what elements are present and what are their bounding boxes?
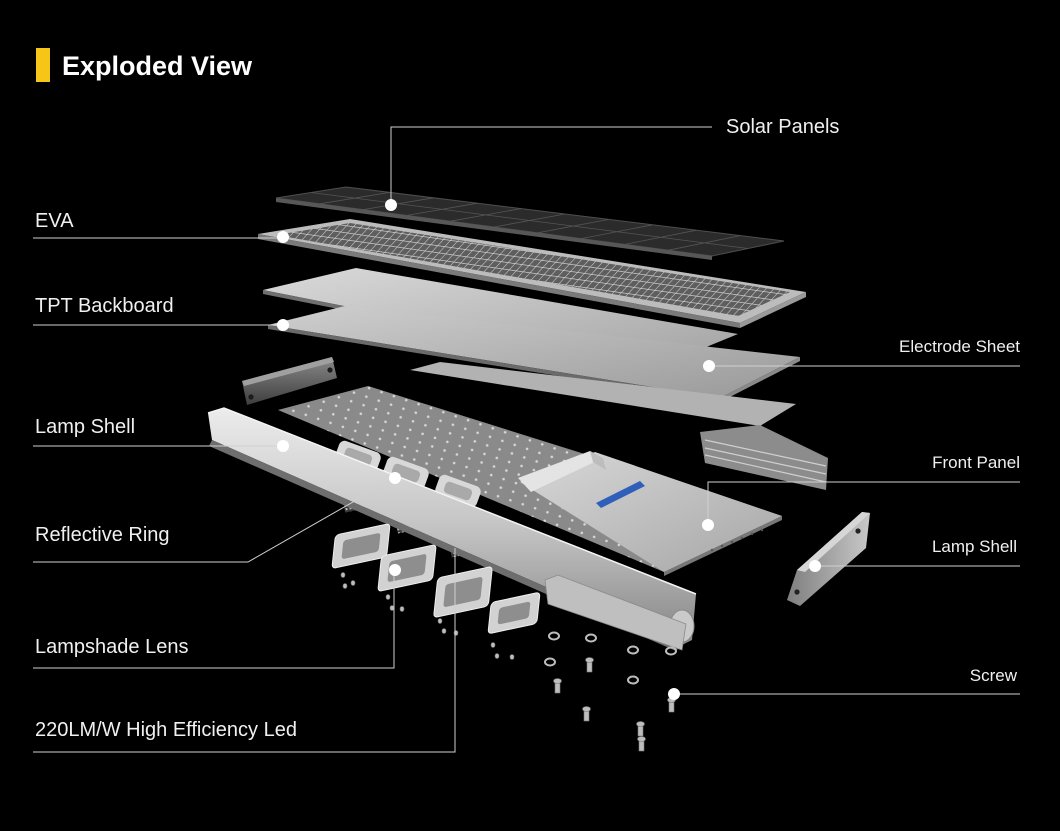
dot-lampshade-lens bbox=[389, 564, 401, 576]
washer-part bbox=[548, 631, 560, 641]
lamp-shell-left-part bbox=[207, 407, 697, 651]
dot-eva bbox=[277, 231, 289, 243]
leader-solar-panels bbox=[390, 126, 712, 205]
dot-lamp-shell-right bbox=[809, 560, 821, 572]
dot-lamp-shell-left bbox=[277, 440, 289, 452]
screws bbox=[340, 572, 677, 752]
leader-lampshade-lens bbox=[33, 570, 395, 669]
eva-part bbox=[258, 219, 806, 328]
bolt-part bbox=[636, 721, 645, 737]
dot-electrode-sheet bbox=[703, 360, 715, 372]
callout-dots bbox=[277, 199, 821, 700]
label-lampshade-lens: Lampshade Lens bbox=[35, 636, 189, 658]
leader-lines bbox=[33, 126, 1020, 753]
brand-logo bbox=[596, 481, 645, 508]
label-lamp-shell-left: Lamp Shell bbox=[35, 416, 136, 438]
lampshade-lens-part bbox=[487, 592, 541, 634]
label-electrode-sheet: Electrode Sheet bbox=[899, 337, 1020, 356]
solar-cell-grid bbox=[310, 192, 749, 251]
label-front-panel: Front Panel bbox=[932, 453, 1020, 472]
reflective-ring-part bbox=[383, 456, 429, 490]
screw-part bbox=[490, 642, 496, 648]
washer-part bbox=[665, 646, 677, 656]
bolt-part bbox=[553, 678, 562, 694]
bolt-part bbox=[582, 706, 591, 722]
label-led: 220LM/W High Efficiency Led bbox=[35, 719, 297, 741]
label-solar-panels: Solar Panels bbox=[726, 116, 840, 138]
end-cap-left-part bbox=[242, 357, 337, 405]
page-title: Exploded View bbox=[62, 51, 253, 81]
dot-tpt-backboard bbox=[277, 319, 289, 331]
title-accent-bar bbox=[36, 48, 50, 82]
screw-part bbox=[342, 583, 348, 589]
lamp-shell-right-part bbox=[787, 512, 870, 606]
dot-solar-panels bbox=[385, 199, 397, 211]
washer-part bbox=[544, 657, 556, 667]
screw-part bbox=[494, 653, 500, 659]
screw-part bbox=[385, 594, 391, 600]
label-screw: Screw bbox=[969, 666, 1017, 685]
screw-part bbox=[399, 606, 405, 612]
bolt-part bbox=[585, 657, 594, 673]
reflective-ring-part bbox=[435, 474, 481, 508]
bolt-part bbox=[637, 736, 646, 752]
dot-front-panel bbox=[702, 519, 714, 531]
screw-part bbox=[437, 618, 443, 624]
leader-led bbox=[33, 548, 456, 753]
dot-reflective-ring bbox=[389, 472, 401, 484]
washer-part bbox=[627, 645, 639, 655]
front-panel-part bbox=[518, 451, 782, 576]
label-reflective-ring: Reflective Ring bbox=[35, 524, 170, 546]
label-eva: EVA bbox=[35, 210, 74, 232]
screw-part bbox=[509, 654, 515, 660]
screw-part bbox=[340, 572, 346, 578]
solar-panel-part bbox=[275, 186, 785, 260]
screw-part bbox=[350, 580, 356, 586]
lampshade-lens-part bbox=[433, 566, 493, 618]
back-rail-part bbox=[410, 362, 828, 490]
dot-screw bbox=[668, 688, 680, 700]
leader-reflective-ring bbox=[33, 477, 396, 563]
lampshade-lenses bbox=[331, 523, 541, 634]
label-lamp-shell-right: Lamp Shell bbox=[931, 537, 1017, 556]
screw-part bbox=[389, 605, 395, 611]
leader-front-panel bbox=[707, 481, 1020, 525]
washer-part bbox=[627, 675, 639, 685]
screw-part bbox=[441, 628, 447, 634]
lampshade-lens-part bbox=[331, 523, 391, 569]
washer-part bbox=[585, 633, 597, 643]
label-tpt-backboard: TPT Backboard bbox=[35, 295, 174, 317]
